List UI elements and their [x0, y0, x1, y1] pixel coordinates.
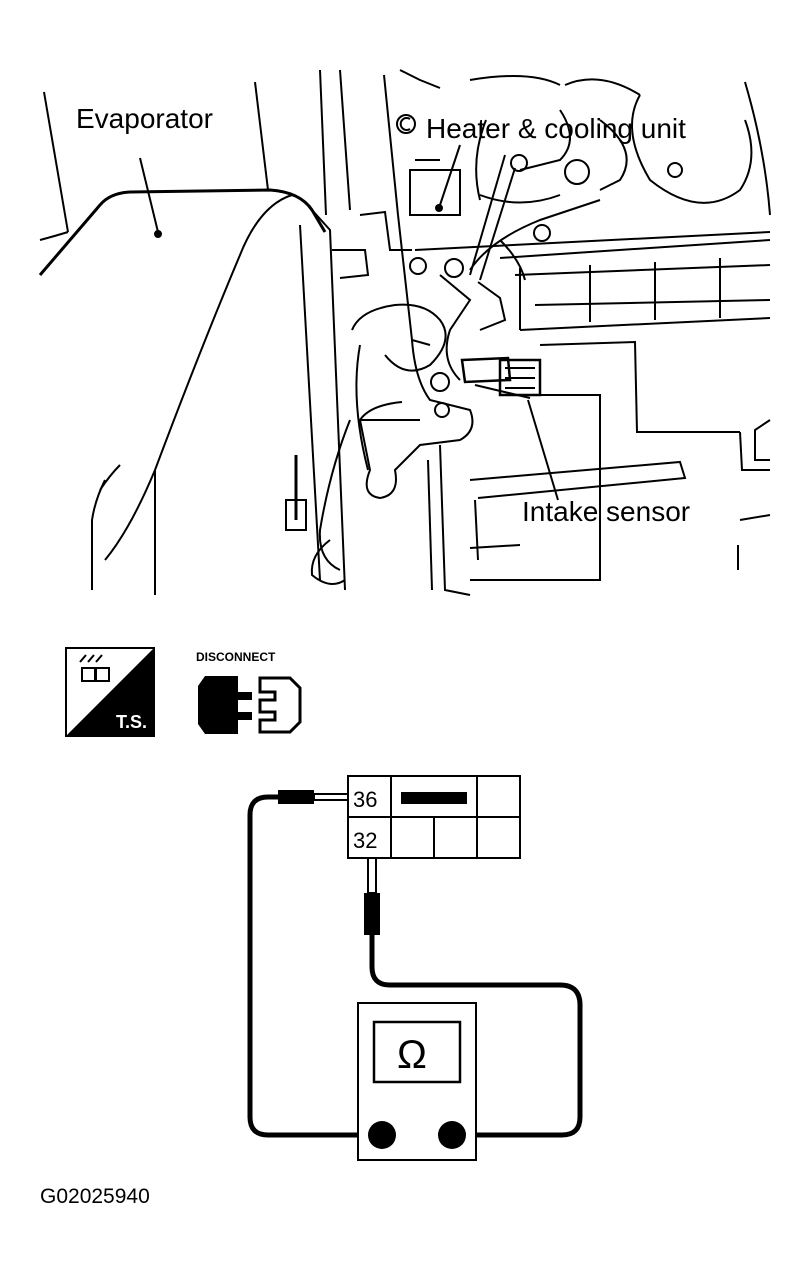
ohmmeter: Ω: [357, 1002, 477, 1161]
meter-terminal-right: [438, 1121, 466, 1149]
meter-terminal-left: [368, 1121, 396, 1149]
evaporator-label: Evaporator: [76, 103, 213, 134]
evaporator-body: [38, 188, 346, 595]
connector-pin-36: 36: [353, 787, 377, 812]
harness-connector: [347, 775, 521, 859]
heater-cooling-illustration: [38, 69, 771, 596]
probe-top: [278, 790, 349, 804]
intake-sensor-connector: [430, 356, 542, 418]
leader-lines: [139, 144, 559, 501]
probe-bottom: [364, 857, 380, 935]
heater-unit-label: Heater & cooling unit: [426, 113, 686, 144]
disconnect-icon: DISCONNECT: [196, 650, 302, 734]
test-leads: [247, 794, 583, 1138]
ohm-symbol: Ω: [397, 1033, 427, 1077]
ts-icon: T.S.: [65, 647, 155, 737]
reference-circle-icon: [396, 114, 416, 134]
ts-icon-label: T.S.: [116, 712, 147, 732]
disconnect-icon-label: DISCONNECT: [196, 650, 276, 664]
connector-pin-32: 32: [353, 828, 377, 853]
intake-sensor-label: Intake sensor: [522, 496, 690, 527]
figure-code: G02025940: [40, 1185, 150, 1208]
